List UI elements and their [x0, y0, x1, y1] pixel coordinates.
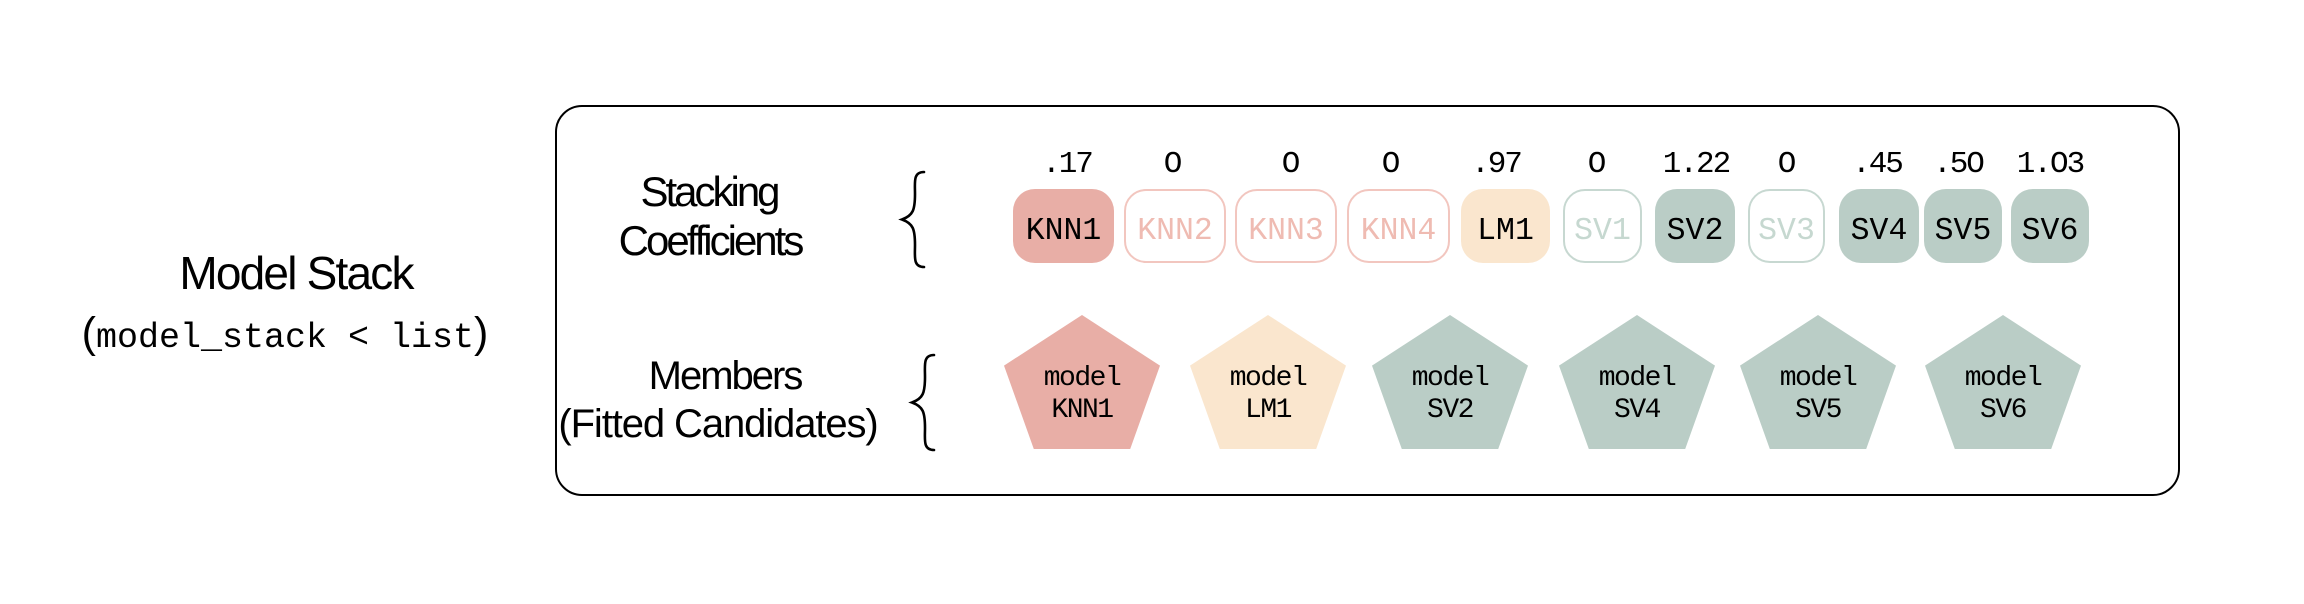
svg-text:KNN1: KNN1	[1051, 395, 1113, 426]
svg-text:SV4: SV4	[1614, 395, 1661, 426]
svg-text:model: model	[1044, 363, 1121, 394]
svg-text:model: model	[1780, 363, 1857, 394]
svg-text:model: model	[1599, 363, 1676, 394]
svg-text:model: model	[1230, 363, 1307, 394]
svg-text:SV5: SV5	[1795, 395, 1842, 426]
svg-text:SV6: SV6	[1980, 395, 2026, 426]
svg-text:model: model	[1412, 363, 1489, 394]
svg-text:model: model	[1965, 363, 2042, 394]
svg-text:LM1: LM1	[1245, 395, 1292, 426]
svg-text:SV2: SV2	[1427, 395, 1473, 426]
